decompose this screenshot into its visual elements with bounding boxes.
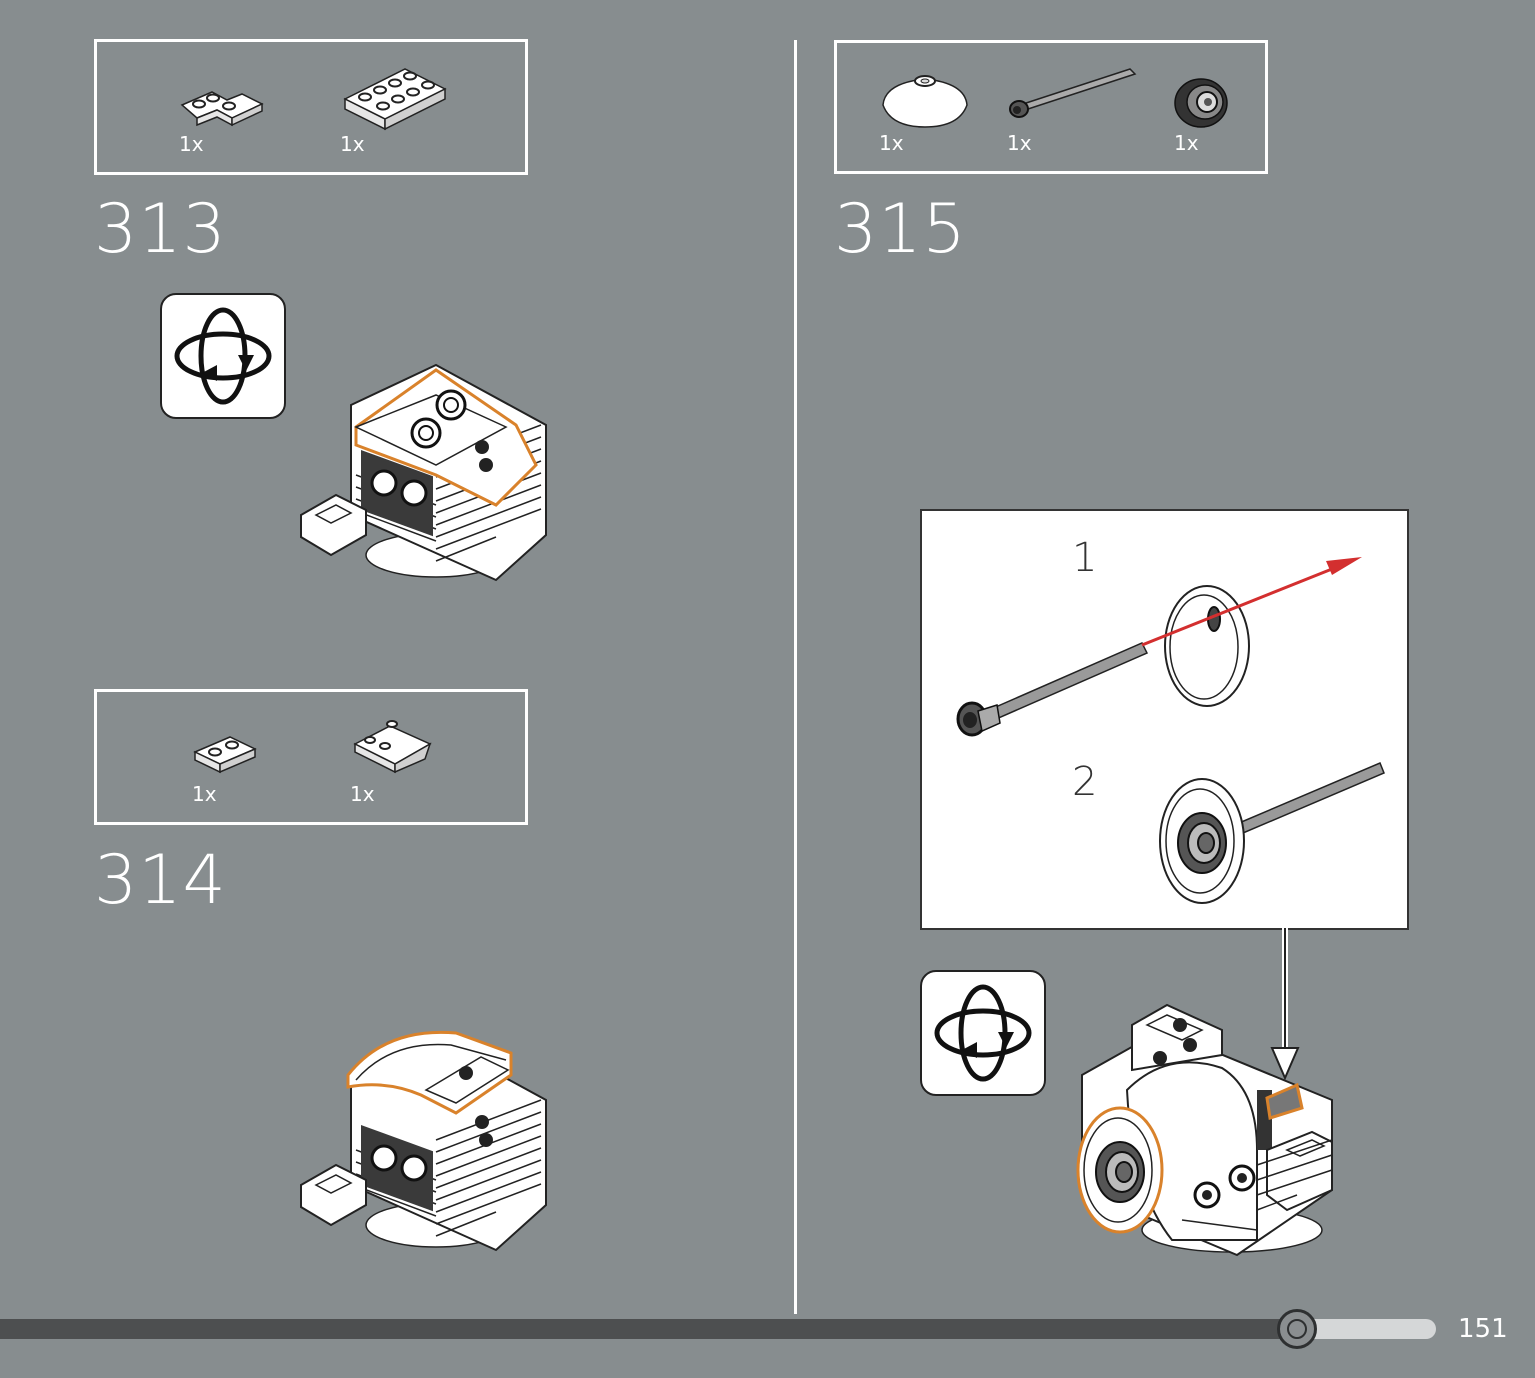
parts-callout-313: 1x 1x	[94, 39, 528, 175]
dish-icon	[882, 75, 968, 128]
rotate-model-icon	[920, 970, 1046, 1096]
step-number: 314	[94, 841, 227, 920]
model-step-315	[1076, 1003, 1333, 1257]
qty-label: 1x	[1174, 131, 1199, 155]
parts-callout-314: 1x 1x	[94, 689, 528, 825]
qty-label: 1x	[192, 782, 217, 806]
inverted-slope-icon	[353, 720, 432, 774]
rotate-model-icon	[160, 293, 286, 419]
sub-assembly-callout: 1 2	[920, 509, 1409, 930]
page-number: 151	[1458, 1314, 1508, 1344]
qty-label: 1x	[1007, 131, 1032, 155]
sub-step-number: 1	[1072, 535, 1098, 581]
bush-icon	[1174, 78, 1228, 128]
assembled-wheel-illustration	[1159, 762, 1385, 904]
qty-label: 1x	[179, 132, 204, 156]
plate-2x4-icon	[343, 68, 447, 131]
qty-label: 1x	[350, 782, 375, 806]
step-number: 313	[94, 190, 227, 269]
sub-step-number: 2	[1072, 759, 1098, 805]
axle-insert-illustration	[956, 557, 1362, 737]
page-divider	[794, 40, 797, 1314]
model-step-314	[300, 1030, 547, 1252]
progress-bar-remaining	[1296, 1319, 1436, 1339]
progress-indicator-knob	[1277, 1309, 1317, 1349]
corner-plate-icon	[180, 91, 264, 127]
model-step-313	[300, 363, 547, 582]
step-number: 315	[834, 190, 967, 269]
parts-callout-315: 1x 1x 1x	[834, 40, 1268, 174]
placement-arrow	[1270, 928, 1300, 1081]
qty-label: 1x	[879, 131, 904, 155]
plate-1x2-icon	[193, 736, 257, 774]
axle-icon	[1009, 68, 1137, 118]
progress-bar-fill	[0, 1319, 1296, 1339]
qty-label: 1x	[340, 132, 365, 156]
